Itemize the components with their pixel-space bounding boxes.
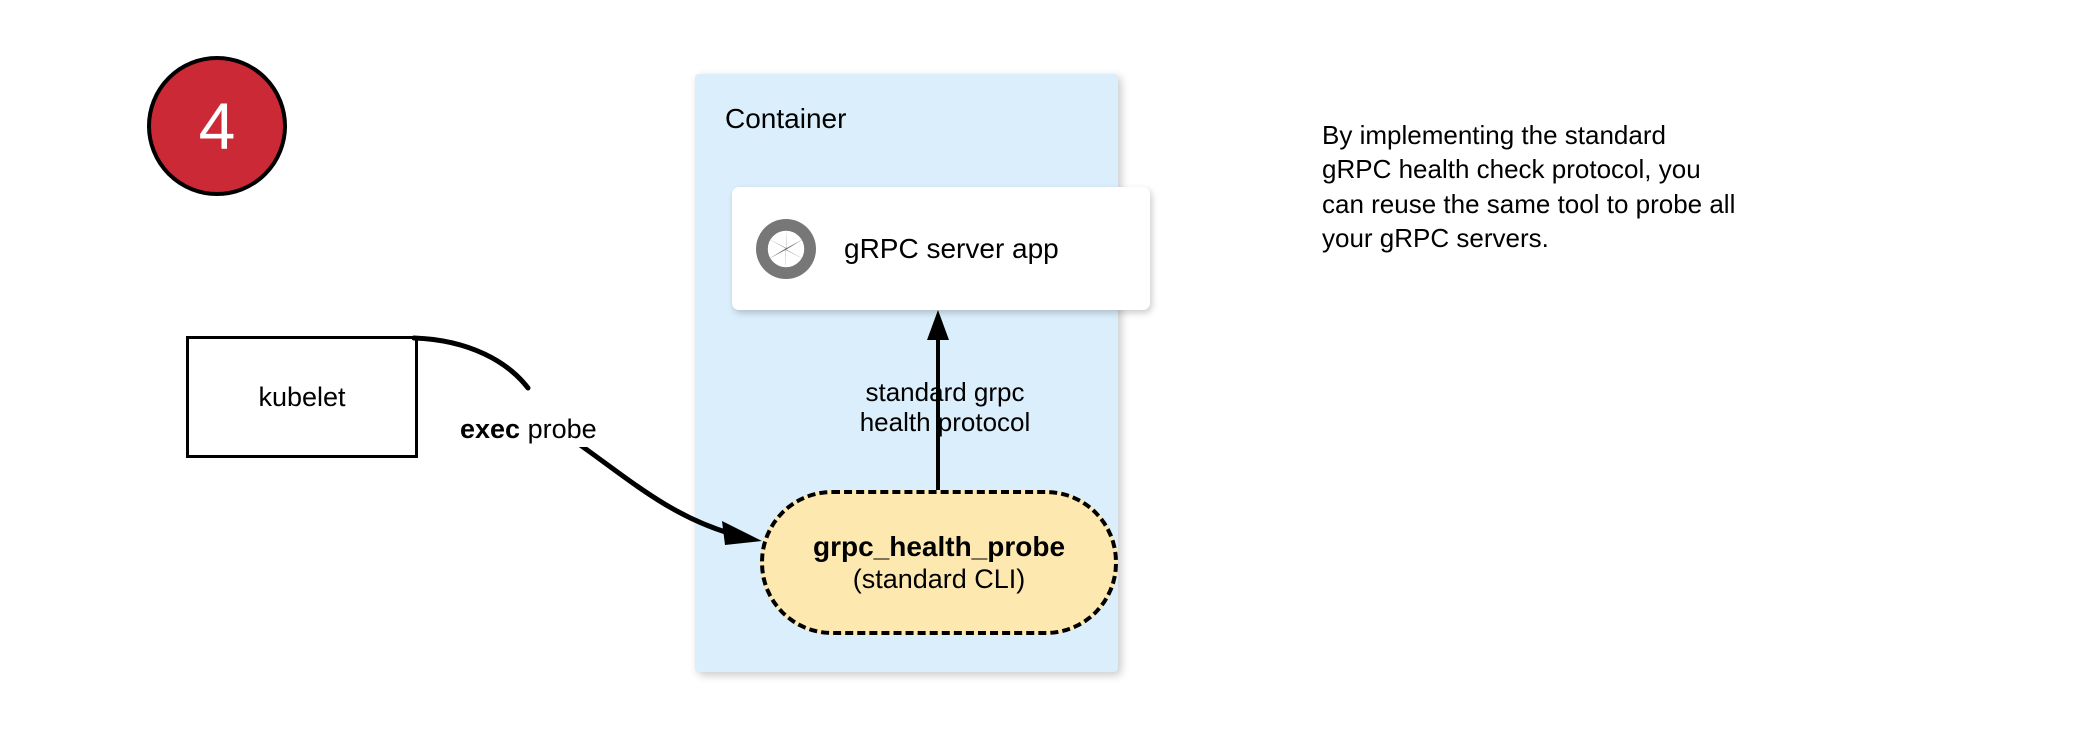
node-kubelet: kubelet	[186, 336, 418, 458]
step-number-badge: 4	[147, 56, 287, 196]
grpc-app-label: gRPC server app	[844, 232, 1059, 264]
protocol-label-line1: standard grpc	[865, 377, 1025, 407]
caption-line-4: your gRPC servers.	[1322, 222, 1549, 253]
exec-probe-label-rest: probe	[520, 414, 597, 444]
exec-probe-label-bold: exec	[460, 414, 521, 444]
caption-line-3: can reuse the same tool to probe all	[1322, 188, 1736, 219]
protocol-arrow-label: standard grpc health protocol	[780, 377, 1110, 438]
aperture-icon	[754, 217, 818, 281]
protocol-arrow	[927, 310, 949, 500]
exec-probe-arrow	[411, 335, 762, 545]
protocol-label-line2: health protocol	[859, 407, 1031, 438]
caption-line-2: gRPC health check protocol, you	[1322, 154, 1701, 185]
probe-title-label: grpc_health_probe	[812, 530, 1066, 562]
container-title-label: Container	[725, 103, 847, 134]
node-grpc-server-app: gRPC server app	[732, 187, 1150, 310]
exec-probe-label: exec probe	[455, 412, 602, 447]
node-grpc-health-probe: grpc_health_probe (standard CLI)	[760, 490, 1118, 635]
caption-line-1: By implementing the standard	[1322, 120, 1666, 150]
caption-text: By implementing the standard gRPC health…	[1322, 118, 1902, 255]
step-number-text: 4	[198, 89, 236, 163]
kubelet-label: kubelet	[258, 381, 346, 412]
probe-subtitle-label: (standard CLI)	[852, 564, 1026, 595]
